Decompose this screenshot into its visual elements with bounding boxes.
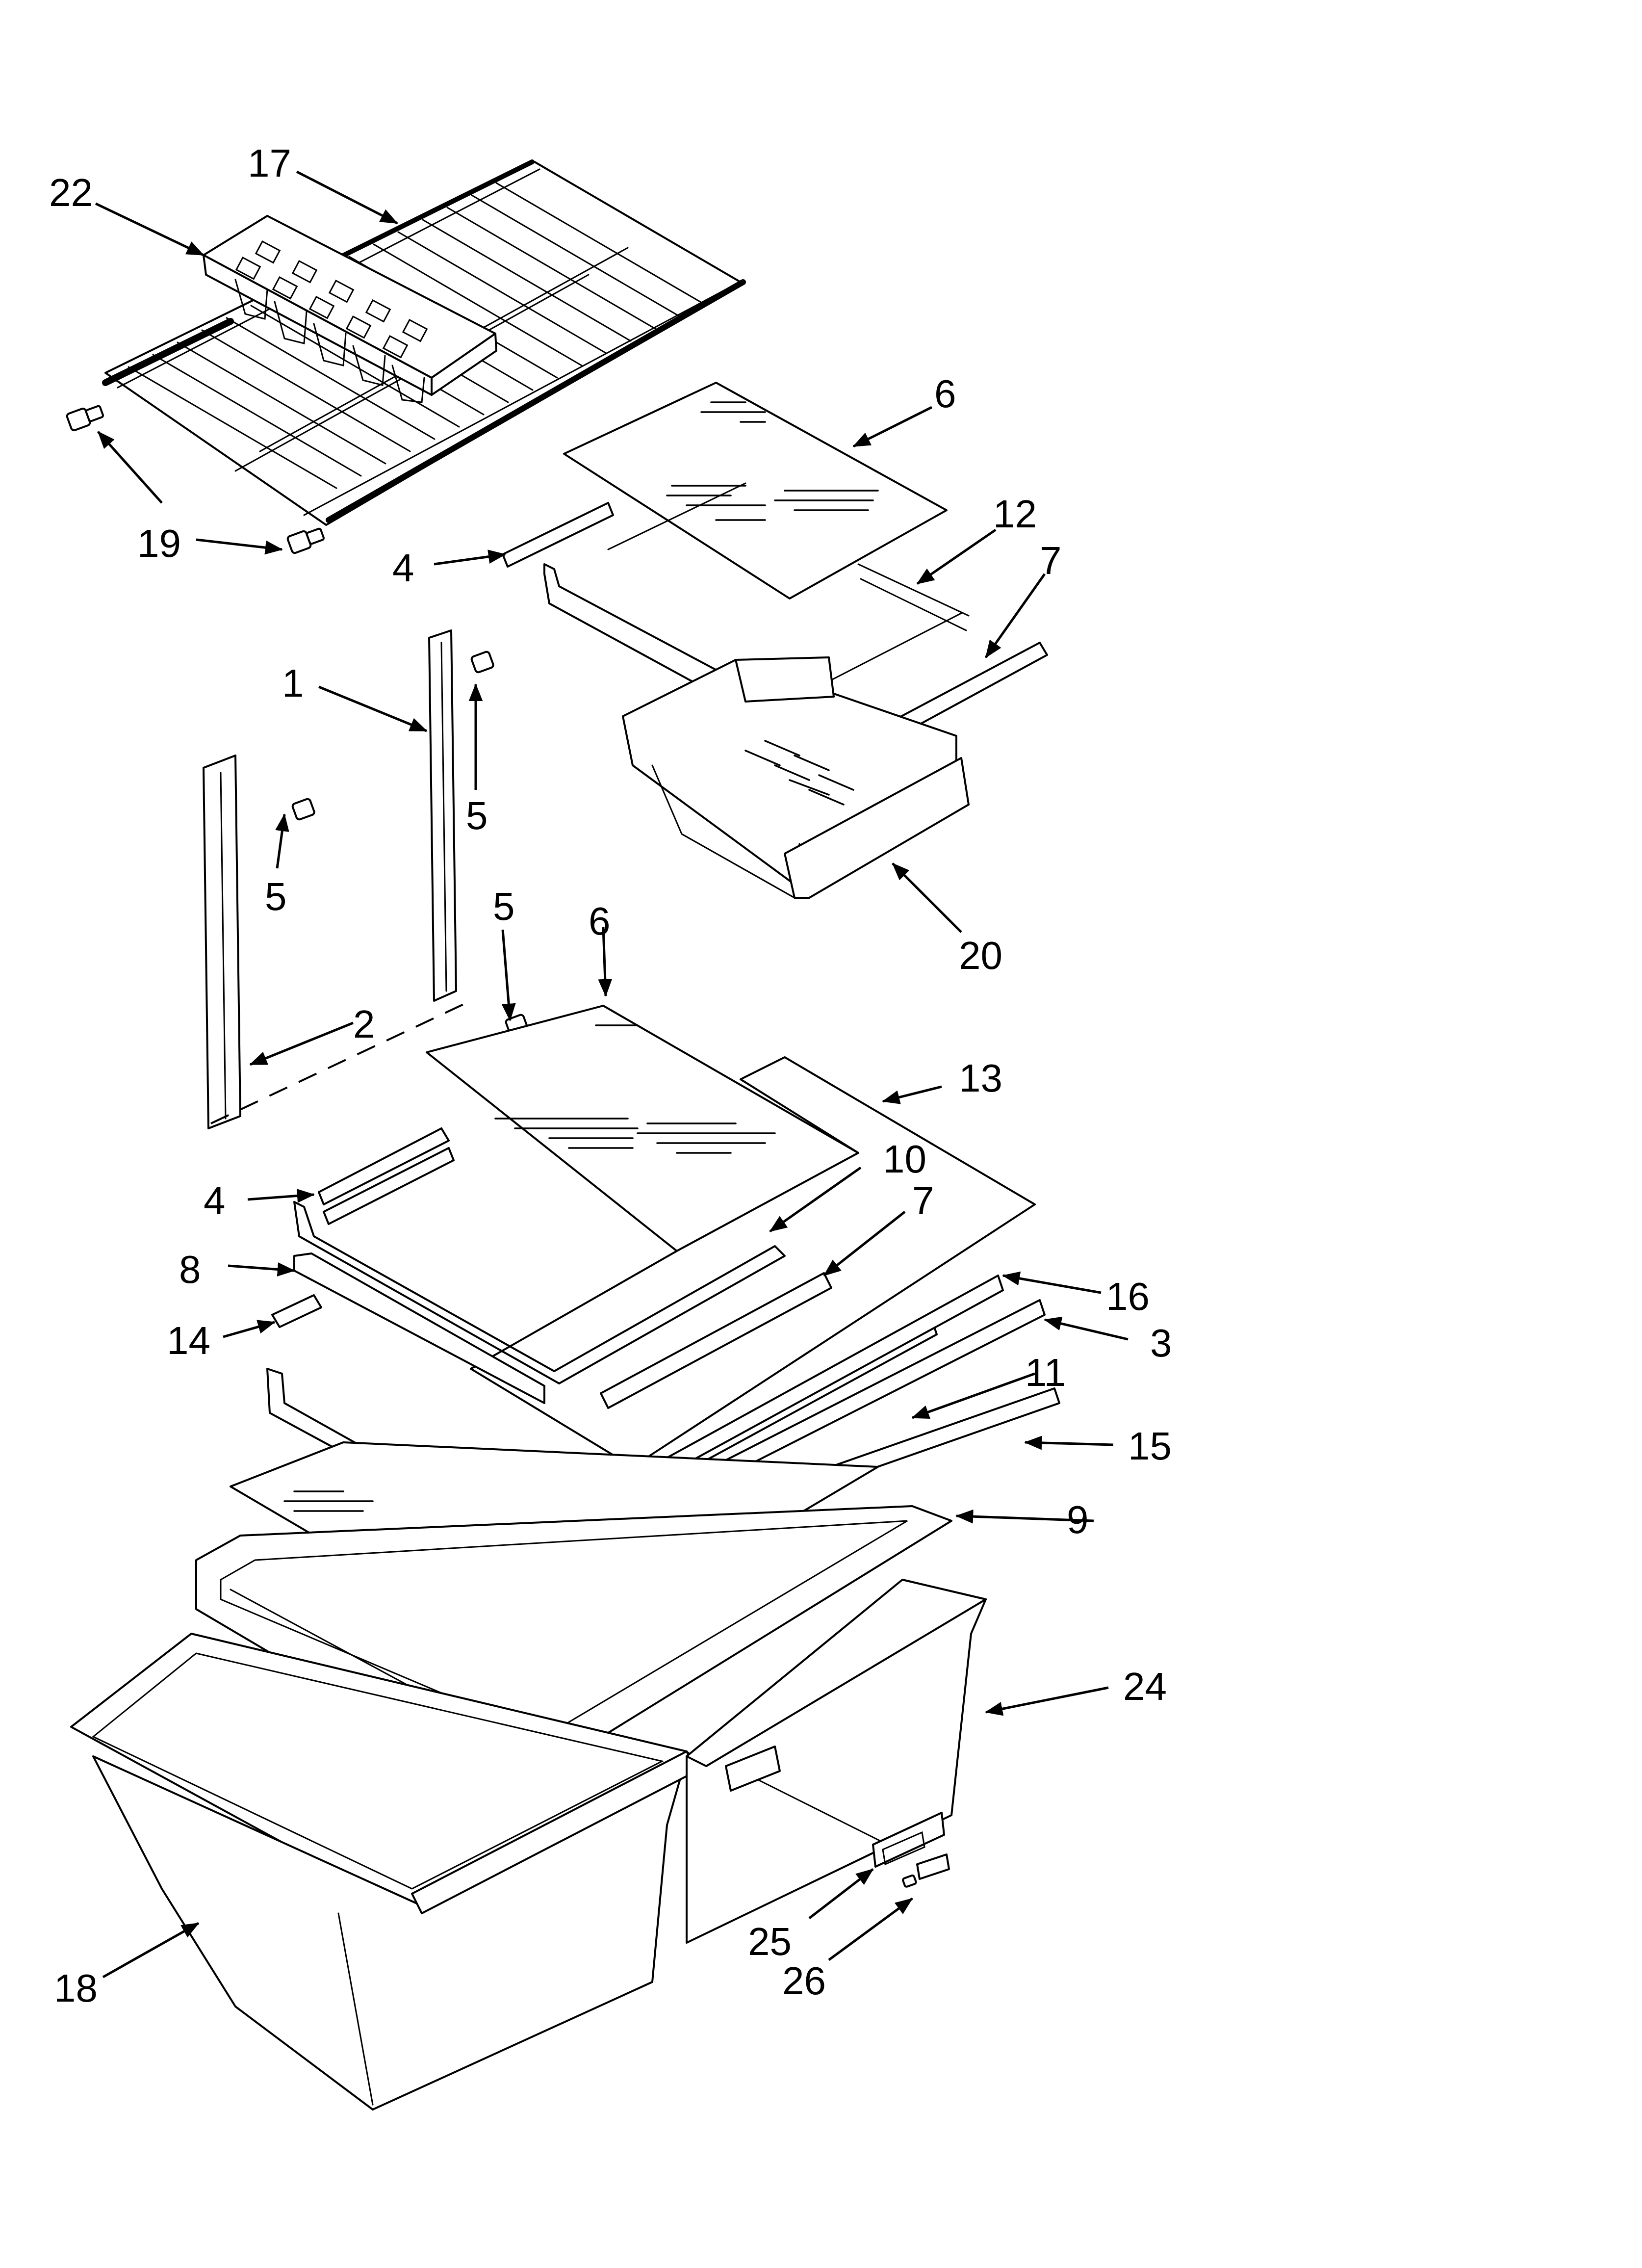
callout-5-c: 5: [493, 885, 515, 928]
middle-glass-shelf: [426, 1005, 859, 1252]
callout-14: 14: [167, 1319, 210, 1362]
callout-5-a: 5: [466, 794, 488, 837]
callout-24: 24: [1123, 1665, 1167, 1708]
callout-25: 25: [748, 1920, 792, 1963]
callout-1: 1: [282, 661, 304, 705]
callout-6-middle: 6: [589, 899, 611, 943]
callout-11: 11: [1025, 1351, 1066, 1394]
lower-shelf-rear-trim: [600, 1272, 832, 1409]
callout-15: 15: [1128, 1424, 1172, 1468]
callout-8: 8: [179, 1248, 201, 1291]
callout-6-upper: 6: [934, 372, 956, 416]
callout-labels: 22 17 19 6 12 4 7 1 5 5 5 20 6 2 13 10 4…: [49, 141, 1172, 2010]
shelf-support-rail-left: [203, 755, 241, 1129]
callout-16: 16: [1106, 1275, 1150, 1318]
snack-pan-drawer: [622, 656, 970, 899]
upper-shelf-front-trim: [502, 502, 614, 568]
callout-22: 22: [49, 171, 93, 214]
callout-17: 17: [248, 141, 291, 185]
callout-4-lower: 4: [204, 1179, 226, 1223]
callout-7-upper: 7: [1040, 539, 1062, 582]
crisper-drawer-right: [686, 1579, 987, 1944]
callout-5-b: 5: [265, 875, 287, 918]
shelf-front-rail: [293, 1252, 545, 1404]
callout-20: 20: [959, 934, 1002, 977]
screws: [291, 651, 529, 1037]
ice-cube-tray: [203, 215, 497, 403]
upper-glass-shelf: [563, 382, 948, 600]
callout-12: 12: [993, 492, 1037, 536]
callout-18: 18: [54, 1966, 98, 2010]
crisper-drawer-left: [70, 1633, 697, 2111]
lower-shelf-frame: [293, 1201, 786, 1384]
callout-7-lower: 7: [912, 1179, 934, 1223]
callout-9: 9: [1067, 1498, 1089, 1541]
shelf-support-pins: [66, 405, 325, 554]
callout-19: 19: [137, 521, 181, 565]
leader-arrows: [95, 170, 1129, 1979]
callout-3: 3: [1150, 1321, 1172, 1365]
shelf-support-rail-right: [428, 629, 457, 1002]
crisper-cover-panel: [470, 1056, 1036, 1468]
callout-26: 26: [782, 1959, 826, 2003]
lower-shelf-front-trim: [318, 1127, 455, 1225]
callout-13: 13: [959, 1056, 1002, 1100]
callout-10: 10: [883, 1137, 926, 1181]
callout-4-upper: 4: [392, 546, 414, 590]
callout-2: 2: [353, 1002, 375, 1046]
drawer-slides-and-rollers: [872, 1812, 950, 1888]
shelf-front-trim-small: [271, 1294, 322, 1328]
